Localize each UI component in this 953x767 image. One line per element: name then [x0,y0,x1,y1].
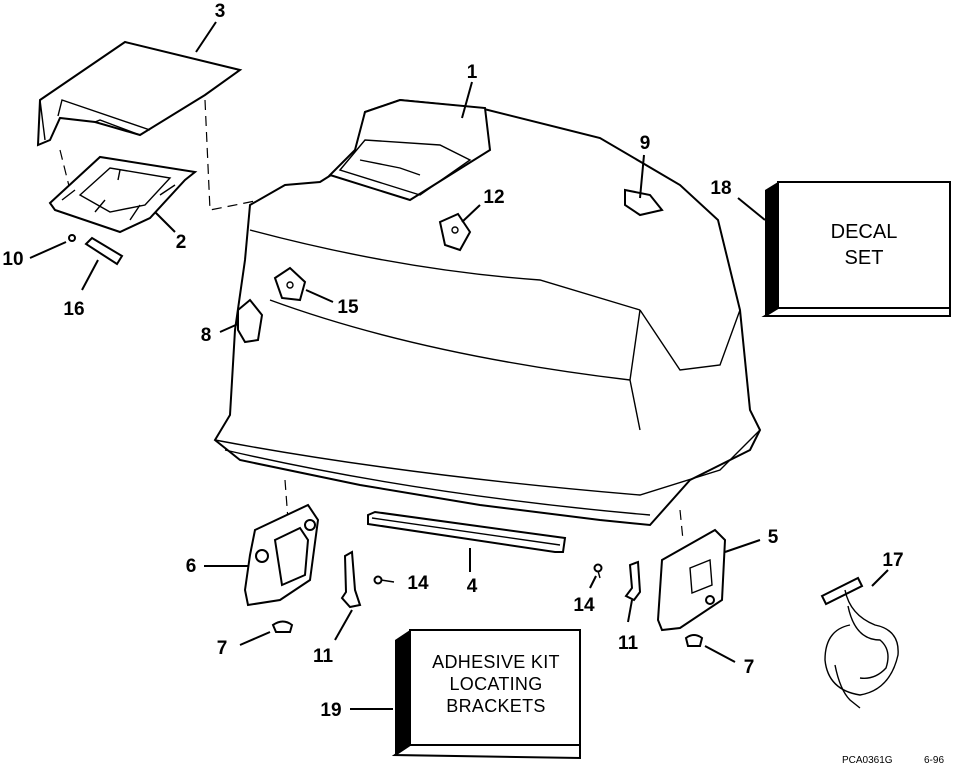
screw-left-part [373,575,395,585]
drawing-date: 6-96 [924,755,944,766]
callout-11-right: 11 [618,633,639,654]
grommet-right-part [684,634,704,647]
callout-7-right: 7 [744,657,755,678]
callout-7-left: 7 [217,638,228,659]
grommet-left-part [271,620,294,633]
callout-9: 9 [640,133,651,154]
drawing-code: PCA0361G [842,755,893,766]
adhesive-kit-box: ADHESIVE KIT LOCATING BRACKETS [391,629,581,760]
small-bracket-left-part [340,550,362,609]
right-bracket-part [656,528,727,632]
callout-15: 15 [337,297,359,318]
callout-17: 17 [882,550,903,571]
screw-right-part [593,563,603,579]
callout-10: 10 [2,249,23,270]
callout-5: 5 [768,527,779,548]
tool-with-cable-part [820,576,899,709]
callout-18: 18 [710,178,731,199]
decal-box-line2: SET [845,247,884,269]
decal-set-box: DECAL SET [761,181,951,317]
kit-box-line2: LOCATING [449,674,542,694]
seal-strip-part [367,510,567,553]
kit-box-line3: BRACKETS [446,696,545,716]
screw-part [68,234,76,242]
callout-3: 3 [215,1,226,22]
callout-1: 1 [467,62,478,83]
callout-14-left: 14 [407,573,429,594]
callout-2: 2 [176,232,187,253]
left-bracket-part [243,503,320,607]
kit-box-line1: ADHESIVE KIT [432,652,560,672]
callout-4: 4 [467,576,478,597]
callout-14-right: 14 [573,595,595,616]
top-cover-part [36,40,243,147]
callout-6: 6 [186,556,197,577]
callout-19: 19 [320,700,341,721]
small-bracket-right-part [624,560,642,602]
callout-16: 16 [63,299,84,320]
frame-gasket-part [48,155,198,234]
callout-8: 8 [201,325,212,346]
decal-box-line1: DECAL [831,221,898,243]
callout-11-left: 11 [313,646,334,667]
motor-cover-cowl [213,98,762,527]
callout-12: 12 [483,187,504,208]
plug-part [84,236,124,266]
